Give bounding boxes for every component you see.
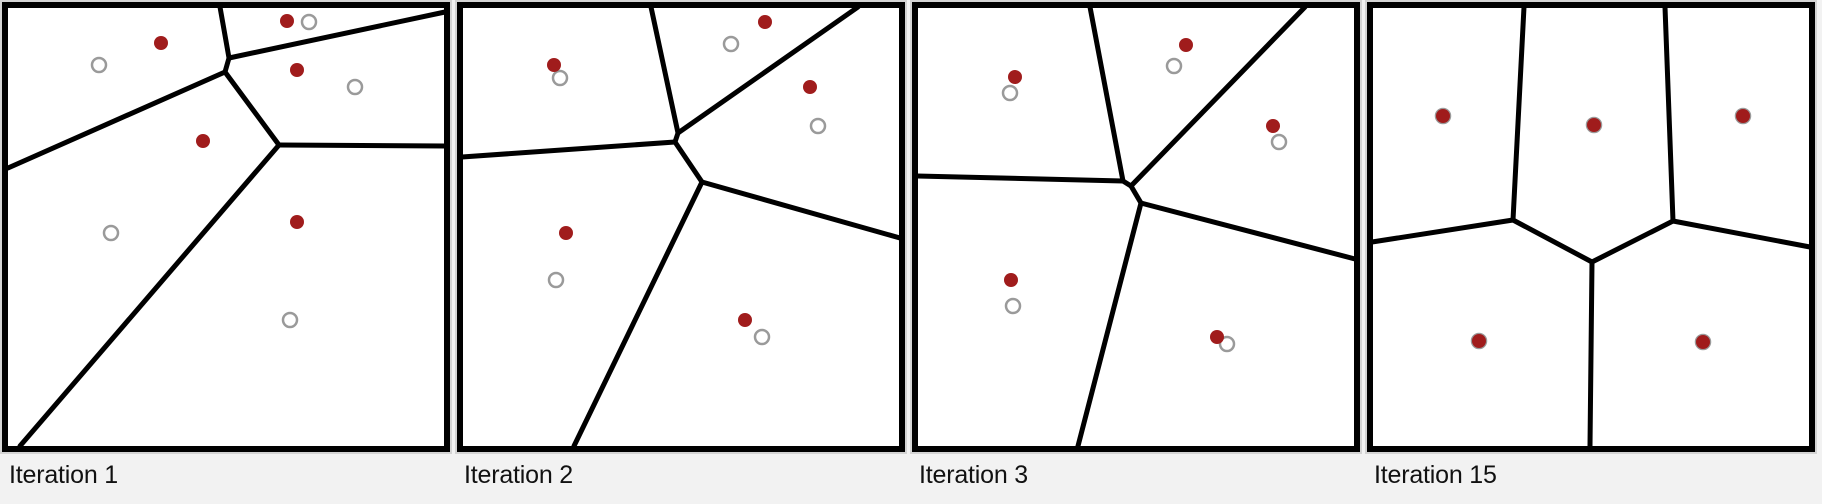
centroid-point-icon xyxy=(290,215,304,229)
centroid-point-icon xyxy=(1004,273,1018,287)
voronoi-edge xyxy=(5,69,228,171)
voronoi-edge xyxy=(217,4,232,61)
voronoi-edge xyxy=(1587,259,1595,449)
voronoi-edge xyxy=(1662,4,1676,224)
centroid-point-icon xyxy=(1008,70,1022,84)
caption-iteration-15: Iteration 15 xyxy=(1374,461,1497,489)
generator-point-icon xyxy=(809,117,827,135)
voronoi-diagram xyxy=(912,2,1360,452)
centroid-point-icon xyxy=(196,134,210,148)
generator-point-icon xyxy=(1165,57,1183,75)
centroid-point-icon xyxy=(547,58,561,72)
voronoi-edge xyxy=(675,4,861,136)
panel-frame xyxy=(1367,2,1815,452)
generator-point-icon xyxy=(722,35,740,53)
centroid-point-icon xyxy=(1210,330,1224,344)
voronoi-edge xyxy=(459,139,678,160)
panel-iteration-2 xyxy=(455,0,907,454)
voronoi-diagram xyxy=(1367,2,1815,452)
generator-point-icon xyxy=(1001,84,1019,102)
centroid-point-icon xyxy=(738,313,752,327)
voronoi-edge xyxy=(1670,218,1813,250)
voronoi-edge xyxy=(1128,4,1308,189)
panel-iteration-15 xyxy=(1365,0,1817,454)
centroid-point-icon xyxy=(1266,119,1280,133)
generator-point-icon xyxy=(300,13,318,31)
centroid-point-icon xyxy=(1436,109,1450,123)
centroid-point-icon xyxy=(1472,334,1486,348)
caption-iteration-1: Iteration 1 xyxy=(9,461,118,489)
voronoi-edge xyxy=(1075,200,1144,449)
centroid-point-icon xyxy=(758,15,772,29)
generator-point-icon xyxy=(102,224,120,242)
generator-point-icon xyxy=(1218,335,1236,353)
voronoi-edge xyxy=(1510,4,1527,223)
voronoi-edge xyxy=(1589,218,1676,265)
voronoi-edge xyxy=(914,173,1126,184)
generator-point-icon xyxy=(90,56,108,74)
centroid-point-icon xyxy=(559,226,573,240)
panel-iteration-1 xyxy=(0,0,452,454)
voronoi-edge xyxy=(226,9,448,61)
voronoi-edge xyxy=(672,139,705,185)
voronoi-edge xyxy=(699,179,903,241)
voronoi-edge xyxy=(648,4,681,136)
centroid-point-icon xyxy=(154,36,168,50)
voronoi-diagram xyxy=(2,2,450,452)
caption-iteration-3: Iteration 3 xyxy=(919,461,1028,489)
voronoi-edge xyxy=(276,142,448,149)
generator-point-icon xyxy=(551,69,569,87)
voronoi-edge xyxy=(1138,200,1358,262)
generator-point-icon xyxy=(547,271,565,289)
generator-point-icon xyxy=(753,328,771,346)
voronoi-diagram xyxy=(457,2,905,452)
voronoi-edge xyxy=(17,142,282,449)
generator-point-icon xyxy=(281,311,299,329)
voronoi-edge xyxy=(1128,183,1144,206)
voronoi-edge xyxy=(222,69,282,148)
centroid-point-icon xyxy=(290,63,304,77)
voronoi-edge xyxy=(571,179,705,449)
generator-point-icon xyxy=(1004,297,1022,315)
centroid-point-icon xyxy=(1736,109,1750,123)
voronoi-edge xyxy=(1087,4,1126,184)
panel-iteration-3 xyxy=(910,0,1362,454)
voronoi-edge xyxy=(1510,217,1595,265)
generator-point-icon xyxy=(346,78,364,96)
caption-iteration-2: Iteration 2 xyxy=(464,461,573,489)
generator-point-icon xyxy=(1270,133,1288,151)
centroid-point-icon xyxy=(1696,335,1710,349)
centroid-point-icon xyxy=(803,80,817,94)
centroid-point-icon xyxy=(280,14,294,28)
centroid-point-icon xyxy=(1587,118,1601,132)
centroid-point-icon xyxy=(1179,38,1193,52)
voronoi-edge xyxy=(1369,217,1516,245)
